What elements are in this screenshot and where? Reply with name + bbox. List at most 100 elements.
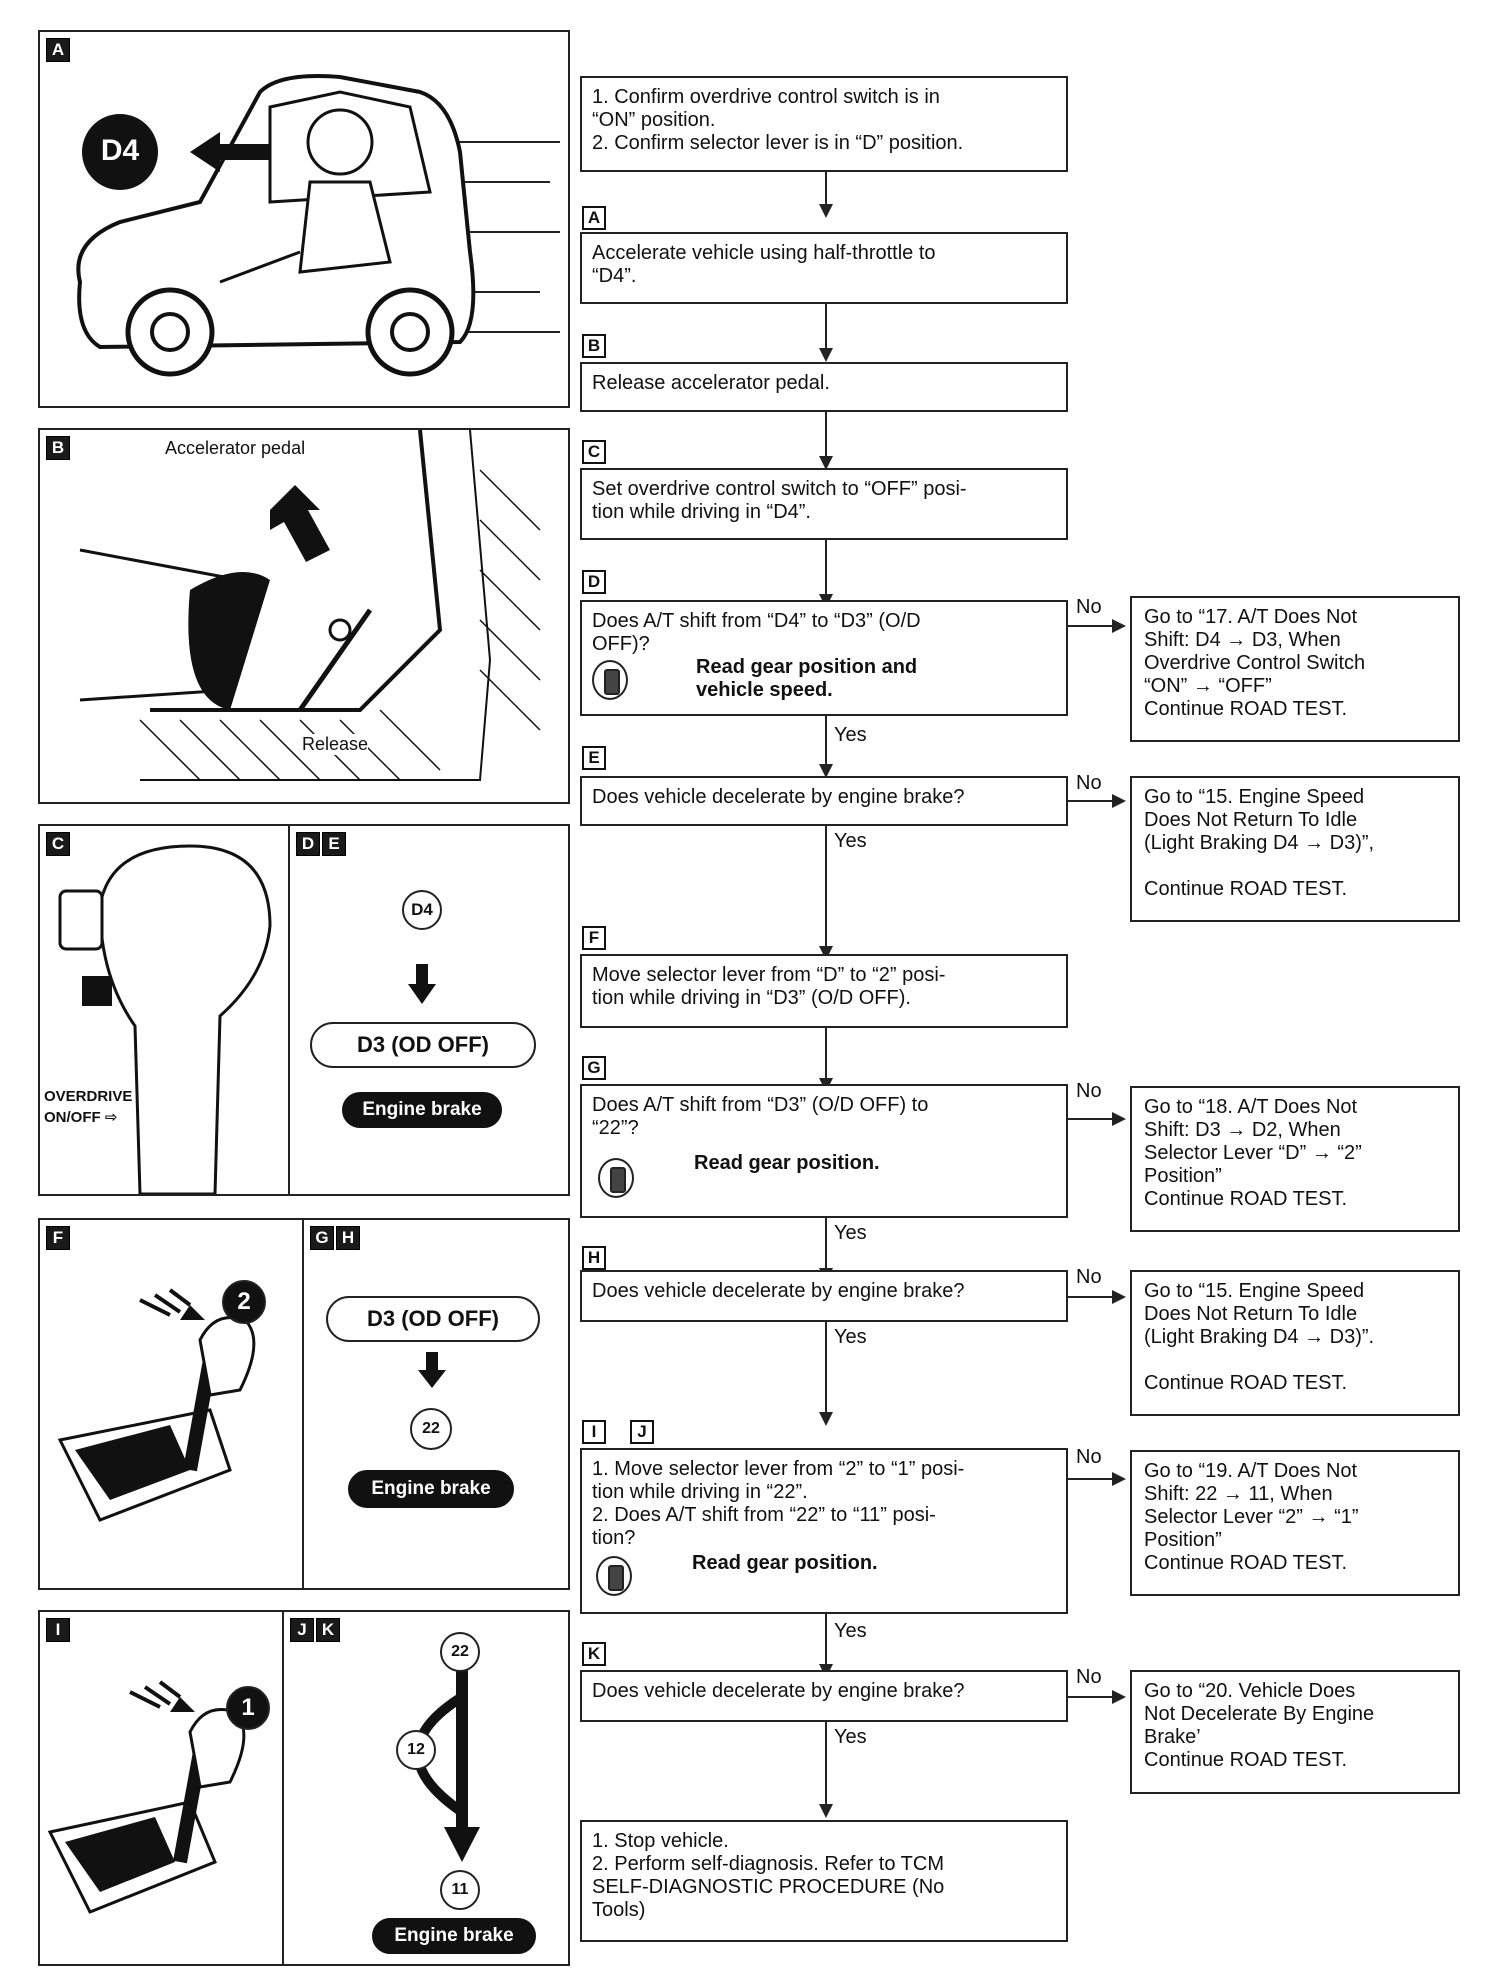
read-gear-text: Read gear position. — [694, 1152, 880, 1174]
22-circle-2: 22 — [440, 1632, 480, 1672]
arrow-down-icon — [819, 1412, 833, 1426]
position-2-circle: 2 — [222, 1280, 266, 1324]
12-circle: 12 — [396, 1730, 436, 1770]
flow-label-e: E — [582, 746, 606, 770]
label-k: K — [316, 1618, 340, 1642]
panel-b-pedal: B Accelerator pedal Release — [38, 428, 570, 804]
consult-tool-icon — [596, 1556, 632, 1596]
flow-decision-d: Does A/T shift from “D4” to “D3” (O/D OF… — [580, 600, 1068, 716]
connector — [825, 1322, 827, 1414]
downshift-diagram — [413, 1662, 480, 1862]
flow-start-box: 1. Confirm overdrive control switch is i… — [580, 76, 1068, 172]
flow-label-a: A — [582, 206, 606, 230]
no-label: No — [1076, 772, 1102, 794]
arrow-down-icon — [819, 764, 833, 778]
no-result-k: Go to “20. Vehicle Does Not Decelerate B… — [1130, 1670, 1460, 1794]
flow-decision-h: Does vehicle decelerate by engine brake? — [580, 1270, 1068, 1322]
flow-decision-k: Does vehicle decelerate by engine brake? — [580, 1670, 1068, 1722]
no-result-ij: Go to “19. A/T Does Not Shift: 22 → 11, … — [1130, 1450, 1460, 1596]
22-circle: 22 — [410, 1408, 452, 1450]
d3-od-off-pill-2: D3 (OD OFF) — [326, 1296, 540, 1342]
selector-lever-illustration-2 — [47, 1680, 246, 1914]
yes-label: Yes — [834, 1326, 867, 1348]
yes-label: Yes — [834, 1726, 867, 1748]
connector — [1068, 1296, 1114, 1298]
label-f: F — [46, 1226, 70, 1250]
connector — [825, 304, 827, 350]
arrow-right-icon — [1112, 1290, 1126, 1304]
arrow-down-icon — [819, 1804, 833, 1818]
position-1-circle: 1 — [226, 1686, 270, 1730]
engine-brake-pill-3: Engine brake — [372, 1918, 536, 1954]
panel-a-car: A D4 — [38, 30, 570, 408]
connector — [825, 540, 827, 596]
arrow-down-icon — [819, 348, 833, 362]
connector — [825, 412, 827, 458]
label-a: A — [46, 38, 70, 62]
label-i: I — [46, 1618, 70, 1642]
selector-lever-illustration — [57, 1288, 256, 1522]
no-label: No — [1076, 1266, 1102, 1288]
engine-brake-pill-2: Engine brake — [348, 1470, 514, 1508]
connector — [825, 1614, 827, 1666]
flow-label-f: F — [582, 926, 606, 950]
d4-circle: D4 — [402, 890, 442, 930]
overdrive-label: OVERDRIVE — [44, 1088, 133, 1105]
connector — [1068, 800, 1114, 802]
flow-end-box: 1. Stop vehicle. 2. Perform self-diagnos… — [580, 1820, 1068, 1942]
connector — [825, 826, 827, 948]
flow-label-i: I — [582, 1420, 606, 1444]
flow-step-ij: 1. Move selector lever from “2” to “1” p… — [580, 1448, 1068, 1614]
connector — [1068, 1478, 1114, 1480]
panel-de: D E D4 D3 (OD OFF) Engine brake — [288, 824, 570, 1196]
no-label: No — [1076, 1666, 1102, 1688]
connector — [825, 1722, 827, 1806]
flow-step-a: Accelerate vehicle using half-throttle t… — [580, 232, 1068, 304]
connector — [1068, 1118, 1114, 1120]
flow-step-c: Set overdrive control switch to “OFF” po… — [580, 468, 1068, 540]
arrow-down-icon — [819, 456, 833, 470]
connector — [825, 172, 827, 206]
flow-label-k: K — [582, 1642, 606, 1666]
car-illustration — [76, 74, 560, 377]
flow-label-j: J — [630, 1420, 654, 1444]
label-e: E — [322, 832, 346, 856]
no-label: No — [1076, 596, 1102, 618]
accelerator-pedal-label: Accelerator pedal — [165, 438, 306, 458]
panel-i-selector: I 1 — [38, 1610, 284, 1966]
flow-label-c: C — [582, 440, 606, 464]
label-g: G — [310, 1226, 334, 1250]
release-label: Release — [302, 734, 369, 755]
connector — [825, 1028, 827, 1080]
arrow-right-icon — [1112, 1690, 1126, 1704]
read-gear-text-2: Read gear position. — [692, 1552, 878, 1574]
label-j: J — [290, 1618, 314, 1642]
d3-od-off-pill: D3 (OD OFF) — [310, 1022, 536, 1068]
flow-label-g: G — [582, 1056, 606, 1080]
panel-f-selector: F 2 — [38, 1218, 304, 1590]
consult-tool-icon — [592, 660, 628, 700]
read-gear-speed-text: Read gear position and vehicle speed. — [696, 656, 918, 701]
yes-label: Yes — [834, 1620, 867, 1642]
label-c: C — [46, 832, 70, 856]
arrow-down-icon — [819, 204, 833, 218]
on-off-label: ON/OFF ⇨ — [44, 1109, 118, 1126]
panel-c-overdrive-switch: C OVERDRIVE ON/OFF ⇨ — [38, 824, 290, 1196]
flow-label-h: H — [582, 1246, 606, 1270]
arrow-right-icon — [1112, 1112, 1126, 1126]
yes-label: Yes — [834, 830, 867, 852]
flow-step-b: Release accelerator pedal. — [580, 362, 1068, 412]
connector — [825, 716, 827, 766]
arrow-right-icon — [1112, 1472, 1126, 1486]
down-arrow-icon — [408, 964, 436, 1004]
no-label: No — [1076, 1080, 1102, 1102]
label-h: H — [336, 1226, 360, 1250]
shift-knob-illustration — [58, 844, 272, 1194]
consult-tool-icon — [598, 1158, 634, 1198]
connector — [1068, 1696, 1114, 1698]
panel-jk: J K 22 12 11 Engine brake — [282, 1610, 570, 1966]
flow-label-b: B — [582, 334, 606, 358]
no-result-h: Go to “15. Engine Speed Does Not Return … — [1130, 1270, 1460, 1416]
label-d: D — [296, 832, 320, 856]
yes-label: Yes — [834, 724, 867, 746]
